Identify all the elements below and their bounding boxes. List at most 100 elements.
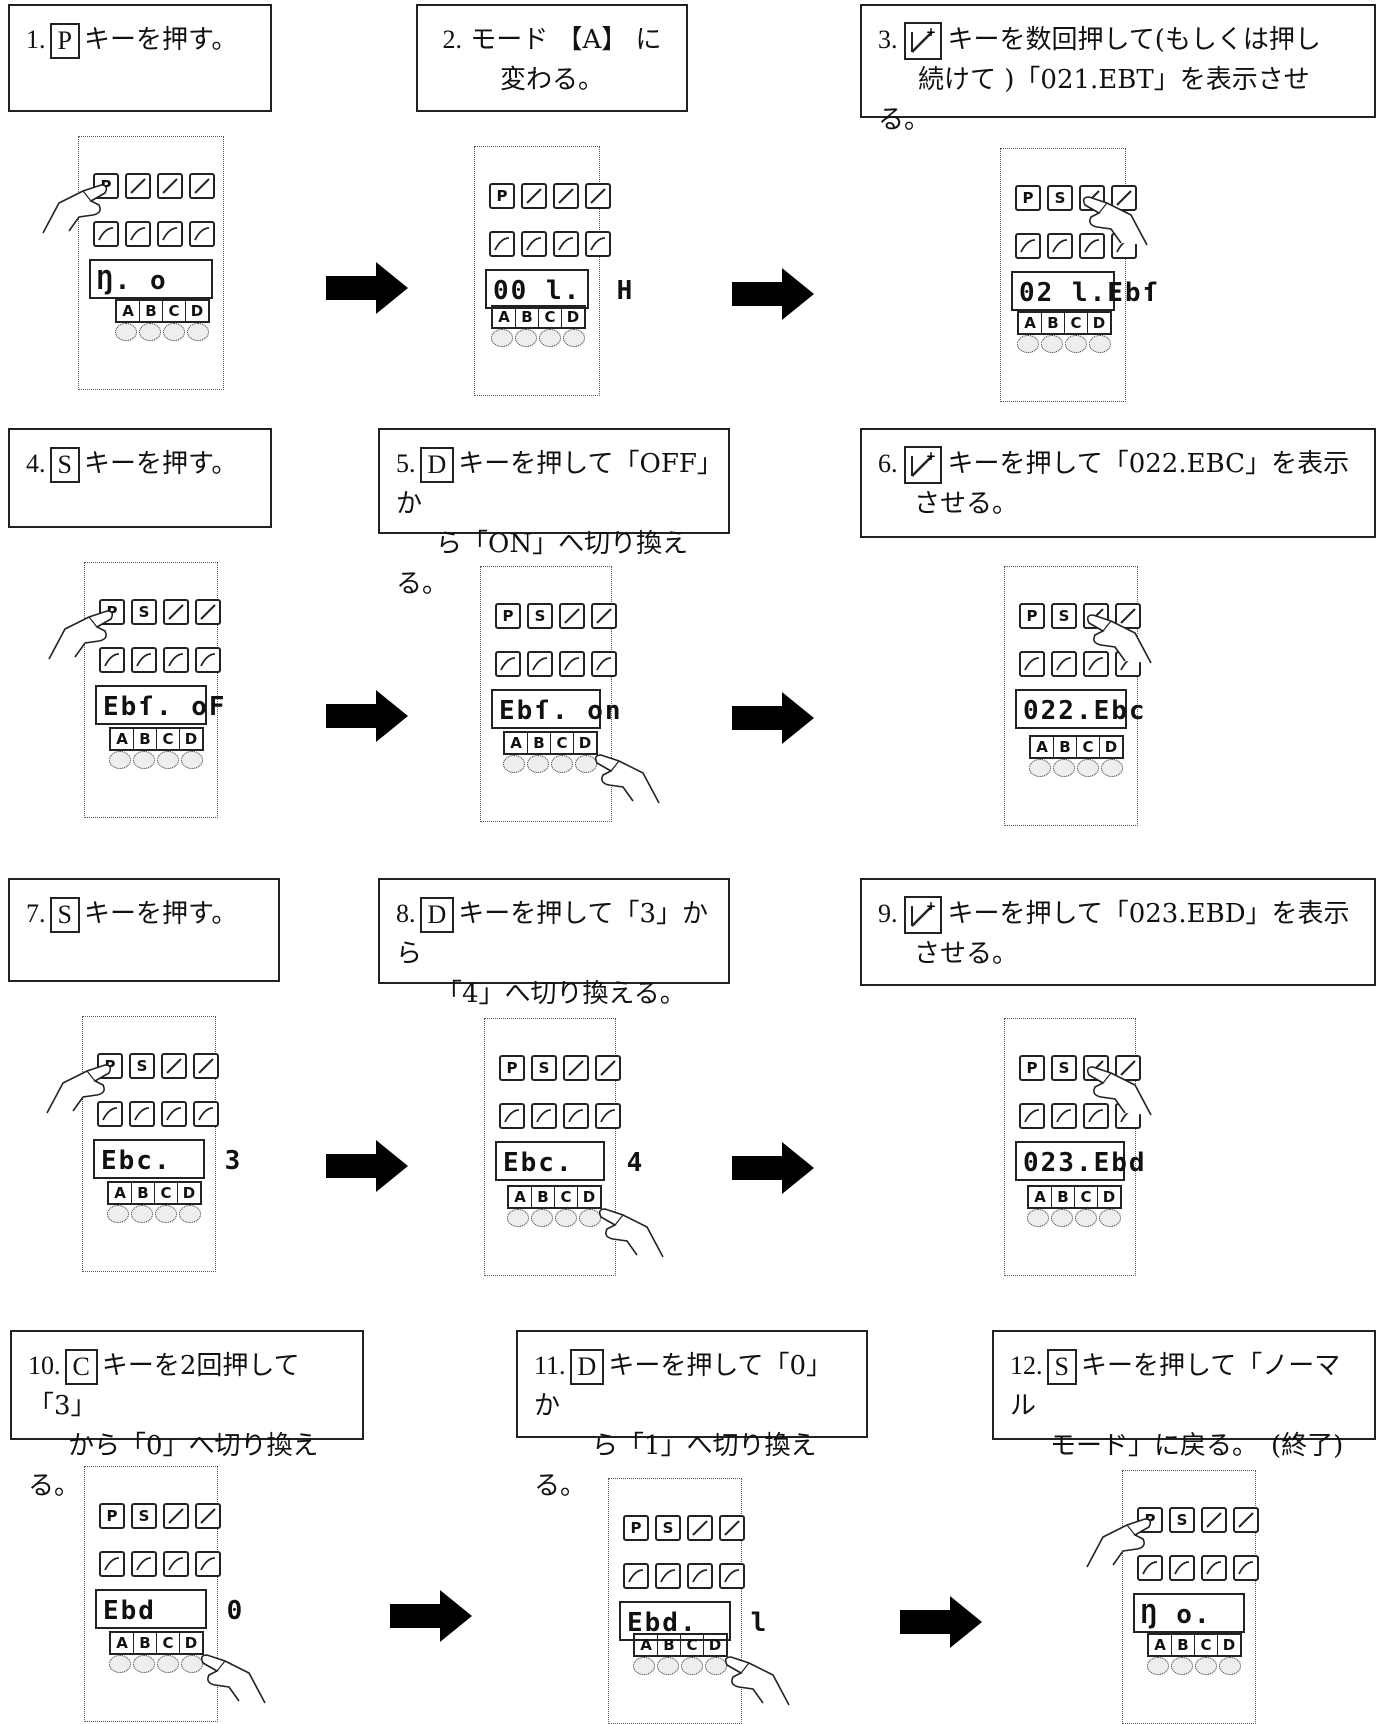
panel-key-icon-2[interactable] bbox=[559, 603, 585, 629]
panel-key-p[interactable]: P bbox=[1015, 185, 1041, 211]
panel-function-key-1[interactable] bbox=[1137, 1555, 1163, 1581]
panel-function-key-3[interactable] bbox=[687, 1563, 713, 1589]
panel-function-key-1[interactable] bbox=[1019, 1103, 1045, 1129]
panel-function-key-3[interactable] bbox=[157, 221, 183, 247]
panel-key-icon-3[interactable] bbox=[585, 183, 611, 209]
panel-key-icon-3[interactable] bbox=[719, 1515, 745, 1541]
panel-function-key-1[interactable] bbox=[97, 1101, 123, 1127]
panel-function-key-4[interactable] bbox=[585, 231, 611, 257]
panel-key-p[interactable]: P bbox=[1019, 1055, 1045, 1081]
key-a[interactable]: A bbox=[1031, 737, 1054, 757]
panel-function-key-4[interactable] bbox=[189, 221, 215, 247]
panel-function-key-2[interactable] bbox=[1047, 233, 1073, 259]
panel-key-p[interactable]: P bbox=[499, 1055, 525, 1081]
panel-key-s[interactable]: S bbox=[531, 1055, 557, 1081]
panel-function-key-3[interactable] bbox=[1201, 1555, 1227, 1581]
panel-function-key-3[interactable] bbox=[1079, 233, 1105, 259]
panel-function-key-2[interactable] bbox=[1051, 1103, 1077, 1129]
panel-key-icon-3[interactable] bbox=[591, 603, 617, 629]
key-c[interactable]: C bbox=[155, 1183, 178, 1203]
panel-key-icon-2[interactable] bbox=[163, 599, 189, 625]
panel-function-key-4[interactable] bbox=[591, 651, 617, 677]
key-d[interactable]: D bbox=[190, 302, 204, 320]
panel-function-key-1[interactable] bbox=[489, 231, 515, 257]
key-b[interactable]: B bbox=[658, 1635, 681, 1655]
key-b[interactable]: B bbox=[1172, 1635, 1195, 1655]
panel-function-key-3[interactable] bbox=[161, 1101, 187, 1127]
key-a[interactable]: A bbox=[505, 733, 528, 753]
key-a[interactable]: A bbox=[109, 1183, 132, 1203]
panel-key-s[interactable]: S bbox=[1051, 1055, 1077, 1081]
panel-function-key-2[interactable] bbox=[125, 221, 151, 247]
panel-function-key-2[interactable] bbox=[1051, 651, 1077, 677]
panel-key-s[interactable]: S bbox=[655, 1515, 681, 1541]
key-c[interactable]: C bbox=[157, 1633, 180, 1653]
key-b[interactable]: B bbox=[528, 733, 551, 753]
panel-function-key-1[interactable] bbox=[495, 651, 521, 677]
panel-function-key-2[interactable] bbox=[131, 647, 157, 673]
panel-key-p[interactable]: P bbox=[99, 1503, 125, 1529]
panel-function-key-3[interactable] bbox=[563, 1103, 589, 1129]
panel-function-key-3[interactable] bbox=[1083, 651, 1109, 677]
key-b[interactable]: B bbox=[132, 1183, 155, 1203]
panel-key-icon-2[interactable] bbox=[161, 1053, 187, 1079]
key-a[interactable]: A bbox=[1019, 313, 1042, 333]
key-c[interactable]: C bbox=[157, 729, 180, 749]
panel-key-p[interactable]: P bbox=[1019, 603, 1045, 629]
panel-key-icon-3[interactable] bbox=[195, 1503, 221, 1529]
panel-key-icon-3[interactable] bbox=[193, 1053, 219, 1079]
panel-function-key-3[interactable] bbox=[553, 231, 579, 257]
panel-key-p[interactable]: P bbox=[495, 603, 521, 629]
key-c[interactable]: C bbox=[1077, 737, 1100, 757]
panel-key-icon-2[interactable] bbox=[163, 1503, 189, 1529]
panel-function-key-1[interactable] bbox=[499, 1103, 525, 1129]
panel-key-icon-3[interactable] bbox=[195, 599, 221, 625]
panel-function-key-1[interactable] bbox=[99, 647, 125, 673]
panel-function-key-1[interactable] bbox=[1019, 651, 1045, 677]
panel-function-key-2[interactable] bbox=[131, 1551, 157, 1577]
panel-key-icon-2[interactable] bbox=[687, 1515, 713, 1541]
panel-function-key-2[interactable] bbox=[655, 1563, 681, 1589]
key-a[interactable]: A bbox=[117, 301, 140, 321]
key-a[interactable]: A bbox=[111, 1633, 134, 1653]
panel-function-key-3[interactable] bbox=[163, 1551, 189, 1577]
panel-key-s[interactable]: S bbox=[131, 1503, 157, 1529]
panel-function-key-2[interactable] bbox=[527, 651, 553, 677]
key-c[interactable]: C bbox=[1195, 1635, 1218, 1655]
key-d[interactable]: D bbox=[566, 308, 580, 326]
key-d[interactable]: D bbox=[184, 730, 198, 748]
panel-function-key-4[interactable] bbox=[1233, 1555, 1259, 1581]
key-b[interactable]: B bbox=[516, 307, 539, 327]
panel-function-key-2[interactable] bbox=[1169, 1555, 1195, 1581]
panel-key-s[interactable]: S bbox=[1051, 603, 1077, 629]
key-d[interactable]: D bbox=[1222, 1636, 1236, 1654]
panel-function-key-3[interactable] bbox=[163, 647, 189, 673]
panel-key-icon-3[interactable] bbox=[1115, 1055, 1141, 1081]
key-b[interactable]: B bbox=[1052, 1187, 1075, 1207]
key-d[interactable]: D bbox=[1102, 1188, 1116, 1206]
panel-function-key-1[interactable] bbox=[99, 1551, 125, 1577]
key-d[interactable]: D bbox=[182, 1184, 196, 1202]
panel-key-icon-2[interactable] bbox=[563, 1055, 589, 1081]
key-c[interactable]: C bbox=[555, 1187, 578, 1207]
key-b[interactable]: B bbox=[532, 1187, 555, 1207]
key-a[interactable]: A bbox=[493, 307, 516, 327]
key-a[interactable]: A bbox=[635, 1635, 658, 1655]
panel-function-key-2[interactable] bbox=[521, 231, 547, 257]
key-c[interactable]: C bbox=[1075, 1187, 1098, 1207]
panel-function-key-1[interactable] bbox=[623, 1563, 649, 1589]
panel-function-key-2[interactable] bbox=[531, 1103, 557, 1129]
panel-key-icon-2[interactable] bbox=[553, 183, 579, 209]
panel-key-icon-1[interactable] bbox=[521, 183, 547, 209]
panel-key-p[interactable]: P bbox=[623, 1515, 649, 1541]
key-d[interactable]: D bbox=[184, 1634, 198, 1652]
key-b[interactable]: B bbox=[1054, 737, 1077, 757]
key-d[interactable]: D bbox=[1092, 314, 1106, 332]
key-c[interactable]: C bbox=[681, 1635, 704, 1655]
panel-key-icon-3[interactable] bbox=[1233, 1507, 1259, 1533]
panel-key-s[interactable]: S bbox=[1047, 185, 1073, 211]
key-d[interactable]: D bbox=[1104, 738, 1118, 756]
panel-function-key-4[interactable] bbox=[595, 1103, 621, 1129]
panel-function-key-4[interactable] bbox=[719, 1563, 745, 1589]
key-d[interactable]: D bbox=[708, 1636, 722, 1654]
